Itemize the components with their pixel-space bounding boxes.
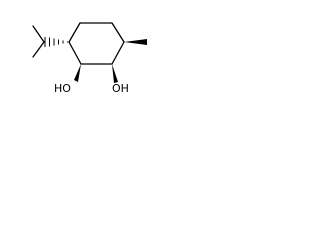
ring-bond — [68, 22, 81, 43]
ring-bond — [111, 22, 125, 43]
hashed-wedge-bond — [44, 37, 68, 47]
hydroxyl-label-left: HO — [54, 82, 71, 95]
hydroxyl-bonds — [74, 64, 118, 83]
solid-wedge-bond — [74, 64, 81, 82]
cyclohexane-ring — [68, 22, 125, 65]
ring-bond — [68, 41, 82, 65]
methyl-group — [124, 39, 147, 45]
solid-wedge-bond — [124, 39, 147, 45]
hydroxyl-label-right: OH — [112, 82, 129, 95]
solid-wedge-bond — [112, 64, 118, 83]
molecule-structure: HO OH — [32, 22, 147, 95]
ring-bond — [111, 41, 125, 65]
isopropyl-group — [32, 25, 68, 58]
methyl-bond — [32, 25, 45, 43]
methyl-bond — [32, 41, 45, 58]
